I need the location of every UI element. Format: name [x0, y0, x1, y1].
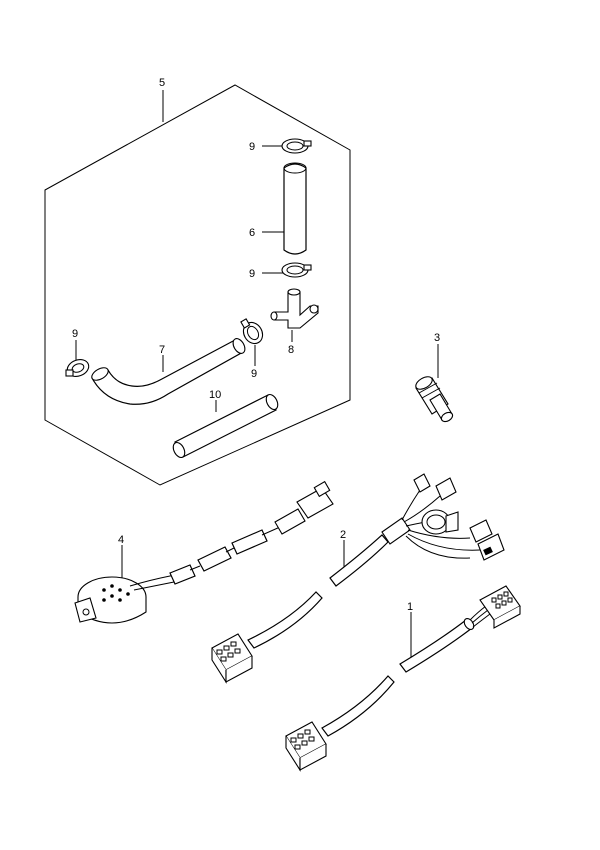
hose-clamp-left [65, 359, 90, 377]
hose-clamp-right [240, 318, 264, 345]
fitting-part-3 [415, 376, 454, 423]
callout-1: 1 [407, 601, 413, 613]
hose-part-10 [172, 393, 279, 459]
callout-7: 7 [159, 344, 165, 356]
callout-9-right: 9 [251, 368, 257, 380]
hose-part-6 [283, 162, 307, 255]
hose-clamp-top [281, 138, 312, 154]
callout-4: 4 [118, 534, 124, 546]
callout-9-left: 9 [72, 328, 78, 340]
kit-outline [44, 84, 351, 486]
harness-part-1 [285, 585, 521, 772]
callout-8: 8 [288, 344, 294, 356]
leader-lines [75, 90, 439, 658]
t-fitting-part-8 [270, 288, 319, 329]
sensor-harness-part-4 [74, 480, 334, 624]
callout-6: 6 [249, 227, 255, 239]
callout-3: 3 [434, 332, 440, 344]
hose-part-7 [91, 338, 246, 405]
callout-10: 10 [209, 389, 221, 401]
main-harness-part-2 [211, 473, 505, 684]
hose-clamp-middle [281, 262, 312, 278]
callout-2: 2 [340, 529, 346, 541]
callout-5: 5 [159, 77, 165, 89]
callout-labels: 5 9 6 9 9 7 8 9 10 3 4 2 1 [72, 77, 440, 613]
callout-9-middle: 9 [249, 268, 255, 280]
callout-9-top: 9 [249, 141, 255, 153]
